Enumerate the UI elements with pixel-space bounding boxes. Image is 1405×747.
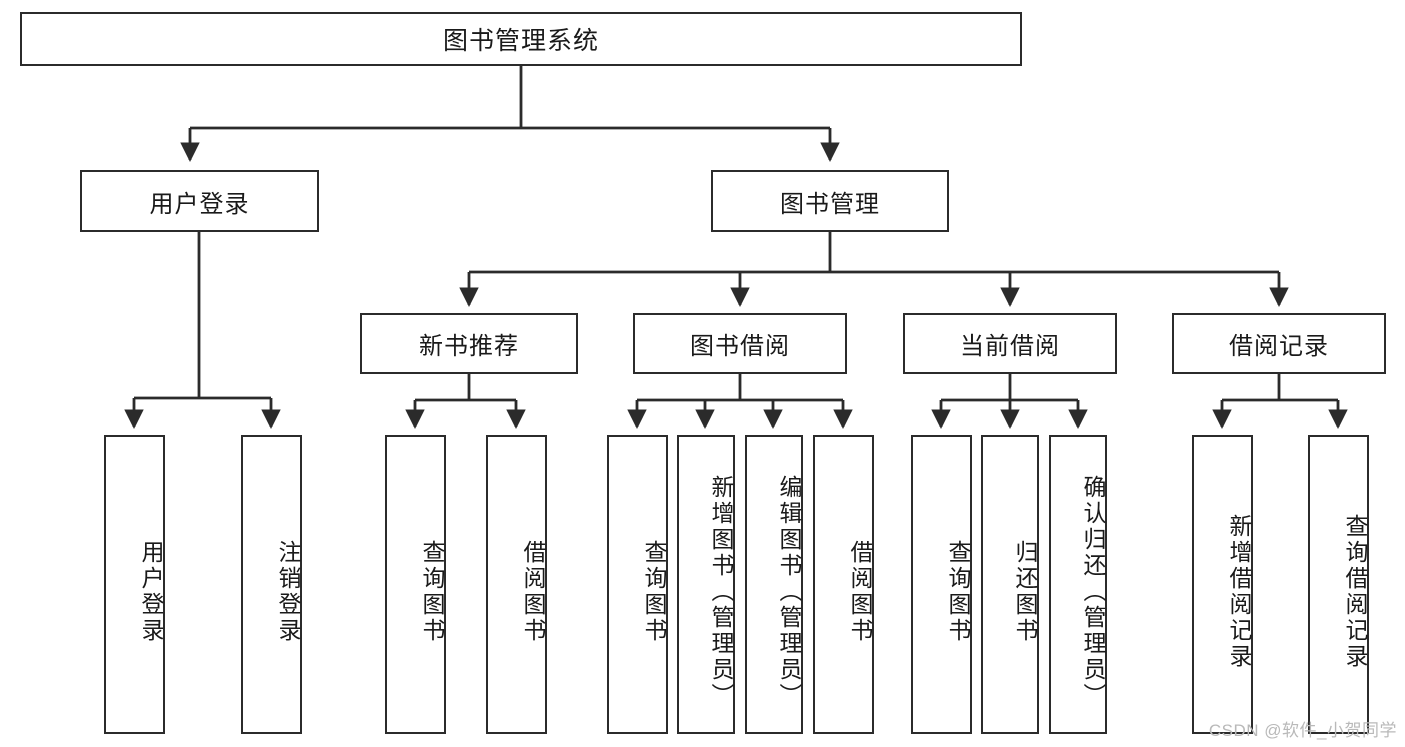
node-label: 用户登录 [149,190,250,218]
node-current-borrow[interactable]: 当前借阅 [903,313,1117,374]
node-label: 借阅图书 [847,539,873,644]
leaf-book-borrow-query[interactable]: 查询图书 [607,435,668,734]
node-label: 用户登录 [138,539,164,644]
node-label: 新增借阅记录 [1226,513,1252,670]
leaf-current-borrow-query[interactable]: 查询图书 [911,435,972,734]
node-label: 确认归还（管理员） [1080,474,1106,709]
leaf-book-borrow-edit[interactable]: 编辑图书（管理员） [745,435,803,734]
node-label: 当前借阅 [960,333,1060,360]
leaf-borrow-record-add[interactable]: 新增借阅记录 [1192,435,1253,734]
node-book-borrow[interactable]: 图书借阅 [633,313,847,374]
leaf-book-borrow-add[interactable]: 新增图书（管理员） [677,435,735,734]
node-root-book-management-system[interactable]: 图书管理系统 [20,12,1022,66]
node-borrow-record[interactable]: 借阅记录 [1172,313,1386,374]
node-label: 查询图书 [641,539,667,644]
leaf-new-book-borrow[interactable]: 借阅图书 [486,435,547,734]
node-label: 归还图书 [1012,539,1038,644]
node-book-management[interactable]: 图书管理 [711,170,949,232]
node-new-book-recommend[interactable]: 新书推荐 [360,313,578,374]
leaf-user-login-login[interactable]: 用户登录 [104,435,165,734]
node-label: 新书推荐 [419,333,519,360]
leaf-current-borrow-return[interactable]: 归还图书 [981,435,1039,734]
node-label: 图书管理 [780,190,880,218]
node-label: 查询借阅记录 [1342,513,1368,670]
node-label: 借阅记录 [1229,333,1329,360]
leaf-new-book-query[interactable]: 查询图书 [385,435,446,734]
leaf-book-borrow-borrow[interactable]: 借阅图书 [813,435,874,734]
node-label: 查询图书 [945,539,971,644]
node-label: 注销登录 [275,539,301,644]
node-label: 查询图书 [419,539,445,644]
leaf-current-borrow-confirm-return[interactable]: 确认归还（管理员） [1049,435,1107,734]
node-label: 新增图书（管理员） [708,474,734,709]
leaf-user-login-logout[interactable]: 注销登录 [241,435,302,734]
node-label: 图书借阅 [690,333,790,360]
node-label: 图书管理系统 [442,27,599,55]
node-label: 借阅图书 [520,539,546,644]
node-label: 编辑图书（管理员） [776,474,802,709]
leaf-borrow-record-query[interactable]: 查询借阅记录 [1308,435,1369,734]
node-user-login[interactable]: 用户登录 [80,170,319,232]
watermark-text: CSDN @软件_小贺同学 [1208,721,1397,740]
